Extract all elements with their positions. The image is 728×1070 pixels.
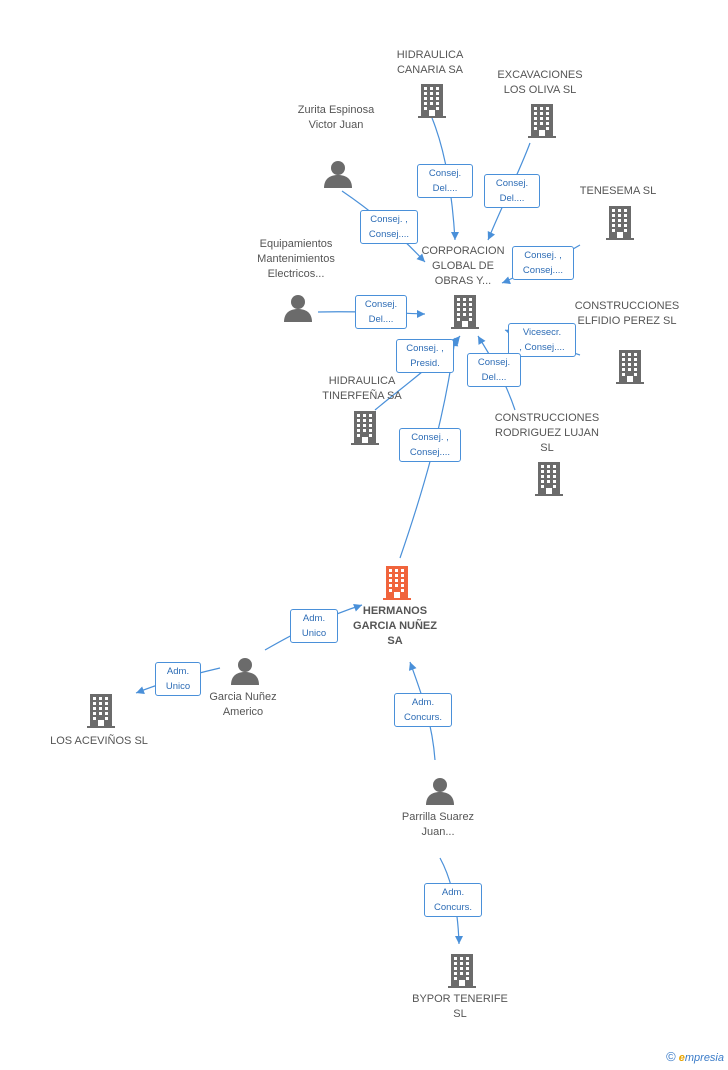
building-icon[interactable]: [383, 566, 411, 600]
building-icon[interactable]: [418, 84, 446, 118]
edge-role-label[interactable]: Adm. Unico: [290, 609, 338, 643]
edge-role-label[interactable]: Consej. Del....: [467, 353, 521, 387]
node-label[interactable]: Parrilla Suarez Juan...: [401, 811, 475, 838]
edge-arrowhead: [478, 336, 486, 345]
edge-role-label[interactable]: Consej. , Consej....: [512, 246, 574, 280]
node-label[interactable]: Garcia Nuñez Americo: [209, 691, 277, 718]
person-icon[interactable]: [230, 657, 260, 685]
node-label[interactable]: Zurita Espinosa Victor Juan: [297, 104, 375, 131]
node-label[interactable]: CORPORACION GLOBAL DE OBRAS Y...: [421, 245, 505, 287]
edge-role-label[interactable]: Adm. Unico: [155, 662, 201, 696]
edge-role-label[interactable]: Adm. Concurs.: [394, 693, 452, 727]
person-icon[interactable]: [283, 294, 313, 322]
edge-arrowhead: [502, 276, 511, 285]
edge-role-label[interactable]: Consej. Del....: [484, 174, 540, 208]
node-label[interactable]: CONSTRUCCIONES ELFIDIO PEREZ SL: [574, 300, 680, 327]
edge-arrowhead: [451, 232, 459, 240]
edge-role-label[interactable]: Vicesecr. , Consej....: [508, 323, 576, 357]
building-icon[interactable]: [351, 411, 379, 445]
building-icon[interactable]: [528, 104, 556, 138]
edge-role-label[interactable]: Adm. Concurs.: [424, 883, 482, 917]
node-label[interactable]: CONSTRUCCIONES RODRIGUEZ LUJAN SL: [494, 412, 600, 454]
edge-role-label[interactable]: Consej. , Consej....: [399, 428, 461, 462]
node-label[interactable]: TENESEMA SL: [579, 185, 657, 197]
person-icon[interactable]: [425, 777, 455, 805]
edge-arrowhead: [417, 310, 425, 318]
edge-role-label[interactable]: Consej. Del....: [417, 164, 473, 198]
edge-arrowhead: [136, 686, 145, 695]
edge-role-label[interactable]: Consej. Del....: [355, 295, 407, 329]
edge-arrowhead: [408, 662, 417, 671]
node-label[interactable]: LOS ACEVIÑOS SL: [50, 735, 148, 747]
node-label[interactable]: HIDRAULICA TINERFEÑA SA: [322, 375, 402, 402]
edge-role-label[interactable]: Consej. , Presid.: [396, 339, 454, 373]
brand-logo-letter: e: [678, 1052, 685, 1064]
edge-arrowhead: [455, 936, 463, 944]
node-label[interactable]: HERMANOS GARCIA NUÑEZ SA: [353, 605, 437, 647]
node-label[interactable]: BYPOR TENERIFE SL: [412, 993, 508, 1020]
node-label[interactable]: Equipamientos Mantenimientos Electricos.…: [257, 238, 335, 280]
node-label[interactable]: EXCAVACIONES LOS OLIVA SL: [497, 69, 583, 96]
building-icon[interactable]: [535, 462, 563, 496]
building-icon[interactable]: [451, 295, 479, 329]
copyright-icon: ©: [666, 1049, 676, 1064]
building-icon[interactable]: [448, 954, 476, 988]
edge-role-label[interactable]: Consej. , Consej....: [360, 210, 418, 244]
building-icon[interactable]: [606, 206, 634, 240]
brand-logo-text: mpresia: [684, 1052, 724, 1064]
edge-arrowhead: [487, 231, 496, 240]
building-icon[interactable]: [87, 694, 115, 728]
building-icon[interactable]: [616, 350, 644, 384]
person-icon[interactable]: [323, 160, 353, 188]
node-label[interactable]: HIDRAULICA CANARIA SA: [396, 49, 464, 76]
edge-arrowhead: [353, 603, 362, 612]
brand-watermark: ©empresia: [666, 1049, 724, 1064]
